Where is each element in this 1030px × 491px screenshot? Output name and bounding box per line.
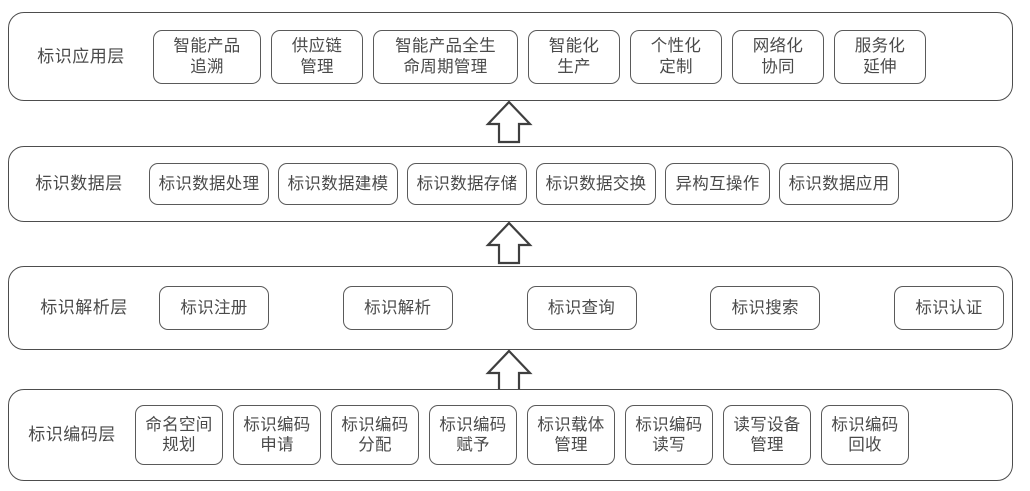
layer-resolution-nodes: 标识注册 标识解析 标识查询 标识搜索 标识认证 bbox=[159, 267, 1012, 349]
arrow-resolution-to-data-icon bbox=[485, 221, 533, 265]
layer-application: 标识应用层 智能产品 追溯 供应链 管理 智能产品全生 命周期管理 智能化 生产… bbox=[8, 12, 1013, 101]
node-identifier-authentication[interactable]: 标识认证 bbox=[894, 286, 1004, 330]
layer-coding: 标识编码层 命名空间 规划 标识编码 申请 标识编码 分配 标识编码 赋予 标识… bbox=[8, 389, 1013, 481]
layer-data: 标识数据层 标识数据处理 标识数据建模 标识数据存储 标识数据交换 异构互操作 … bbox=[8, 146, 1013, 222]
node-identifier-data-exchange[interactable]: 标识数据交换 bbox=[536, 163, 656, 205]
node-identifier-data-application[interactable]: 标识数据应用 bbox=[779, 163, 899, 205]
node-heterogeneous-interoperability[interactable]: 异构互操作 bbox=[665, 163, 770, 205]
node-identifier-resolution[interactable]: 标识解析 bbox=[342, 286, 453, 330]
node-identifier-code-read-write[interactable]: 标识编码 读写 bbox=[625, 405, 713, 465]
node-networked-collaboration[interactable]: 网络化 协同 bbox=[732, 29, 824, 84]
node-identifier-query[interactable]: 标识查询 bbox=[526, 286, 637, 330]
node-identifier-code-allocation[interactable]: 标识编码 分配 bbox=[331, 405, 419, 465]
layer-resolution-label: 标识解析层 bbox=[40, 298, 128, 318]
layer-coding-label: 标识编码层 bbox=[28, 425, 116, 445]
layer-resolution: 标识解析层 标识注册 标识解析 标识查询 标识搜索 标识认证 bbox=[8, 266, 1013, 350]
node-intelligent-production[interactable]: 智能化 生产 bbox=[528, 29, 620, 84]
node-service-extension[interactable]: 服务化 延伸 bbox=[834, 29, 926, 84]
layer-data-nodes: 标识数据处理 标识数据建模 标识数据存储 标识数据交换 异构互操作 标识数据应用 bbox=[149, 147, 1012, 221]
node-supply-chain-management[interactable]: 供应链 管理 bbox=[271, 29, 363, 84]
arrow-data-to-application-icon bbox=[485, 100, 533, 144]
node-identifier-code-application[interactable]: 标识编码 申请 bbox=[233, 405, 321, 465]
node-read-write-device-management[interactable]: 读写设备 管理 bbox=[723, 405, 811, 465]
node-namespace-planning[interactable]: 命名空间 规划 bbox=[135, 405, 223, 465]
layer-application-nodes: 智能产品 追溯 供应链 管理 智能产品全生 命周期管理 智能化 生产 个性化 定… bbox=[153, 13, 1012, 100]
layer-coding-nodes: 命名空间 规划 标识编码 申请 标识编码 分配 标识编码 赋予 标识载体 管理 … bbox=[135, 390, 1012, 480]
node-identifier-registration[interactable]: 标识注册 bbox=[159, 286, 269, 330]
node-identifier-carrier-management[interactable]: 标识载体 管理 bbox=[527, 405, 615, 465]
node-identifier-data-modeling[interactable]: 标识数据建模 bbox=[278, 163, 398, 205]
arrow-coding-to-resolution-icon bbox=[485, 349, 533, 393]
node-personalized-customization[interactable]: 个性化 定制 bbox=[630, 29, 722, 84]
layer-application-label: 标识应用层 bbox=[37, 46, 125, 66]
node-identifier-data-processing[interactable]: 标识数据处理 bbox=[149, 163, 269, 205]
node-identifier-data-storage[interactable]: 标识数据存储 bbox=[407, 163, 527, 205]
node-identifier-code-recycling[interactable]: 标识编码 回收 bbox=[821, 405, 909, 465]
node-identifier-search[interactable]: 标识搜索 bbox=[710, 286, 821, 330]
layer-data-label: 标识数据层 bbox=[35, 174, 123, 194]
node-identifier-code-assignment[interactable]: 标识编码 赋予 bbox=[429, 405, 517, 465]
node-smart-product-traceability[interactable]: 智能产品 追溯 bbox=[153, 29, 261, 84]
node-smart-product-lifecycle-management[interactable]: 智能产品全生 命周期管理 bbox=[373, 29, 518, 84]
